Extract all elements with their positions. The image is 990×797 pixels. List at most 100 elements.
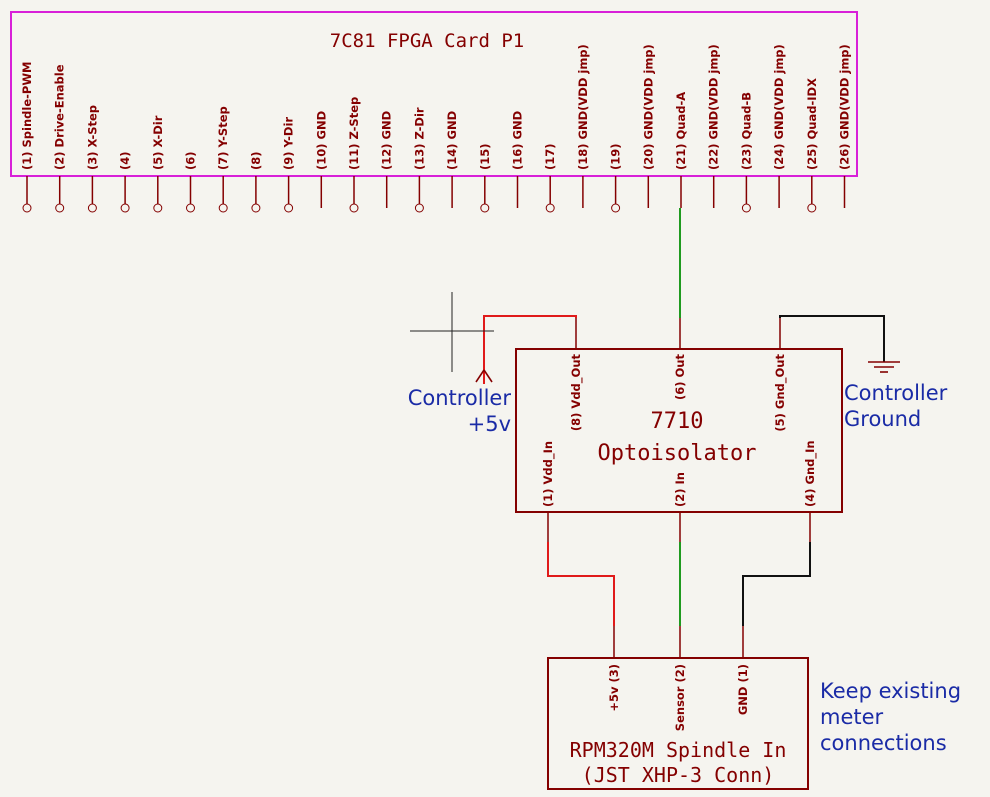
fpga-pin-unconnected-marker [87,203,97,213]
fpga-pin-label: (1) Spindle-PWM [20,62,34,170]
fpga-pin: (11) Z-Step [347,97,361,213]
svg-text:Ground: Ground [844,407,921,431]
fpga-pin: (4) [118,151,132,213]
svg-text:connections: connections [820,731,947,755]
rpm-pin-sensor: Sensor (2) [673,664,687,731]
fpga-pin-unconnected-marker [741,203,751,213]
fpga-pin: (2) Drive-Enable [53,64,67,213]
opto-pin-in: (2) In [673,472,687,507]
fpga-pin-label: (15) [478,143,492,170]
fpga-pin-label: (23) Quad-B [739,92,753,170]
fpga-pin-label: (6) [184,151,198,170]
fpga-pin: (14) GND [445,111,459,208]
fpga-pin-list: (1) Spindle-PWM (2) Drive-Enable (3) X-Ste… [20,44,852,213]
fpga-pin: (7) Y-Step [216,106,230,213]
fpga-pin-label: (22) GND(VDD jmp) [707,44,721,170]
opto-pin-gnd-out: (5) Gnd_Out [773,354,788,432]
svg-text:+5v: +5v [468,412,511,436]
fpga-pin-unconnected-marker [153,203,163,213]
fpga-pin-unconnected-marker [414,203,424,213]
fpga-pin-unconnected-marker [22,203,32,213]
wire-gnd-in-to-gnd [742,542,811,626]
opto-pin-out: (6) Out [673,354,687,400]
fpga-pin-label: (9) Y-Dir [282,117,296,170]
fpga-pin-unconnected-marker [186,203,195,213]
fpga-pin: (1) Spindle-PWM [20,62,34,213]
wire-vdd-in-to-5v [547,542,615,626]
optoisolator-7710: (8) Vdd_Out (6) Out (5) Gnd_Out (1) Vdd_… [515,318,843,542]
fpga-pin-unconnected-marker [120,203,130,213]
fpga-pin-label: (24) GND(VDD jmp) [772,44,786,170]
optoisolator-box [515,348,843,513]
fpga-pin-label: (7) Y-Step [216,106,230,170]
fpga-pin-label: (14) GND [445,111,459,170]
controller-5v-label: Controller +5v [408,386,512,436]
fpga-pin: (21) Quad-A [674,92,688,208]
fpga-pin: (12) GND [380,111,394,208]
fpga-pin-label: (21) Quad-A [674,92,688,170]
fpga-pin: (16) GND [511,111,525,208]
svg-text:Keep existing: Keep existing [820,679,961,703]
rpm320m-name: RPM320M Spindle In [570,738,787,762]
opto-pin-vdd-out: (8) Vdd_Out [569,353,584,431]
fpga-pin-label: (18) GND(VDD jmp) [576,44,590,170]
fpga-pin-label: (4) [118,151,132,170]
rpm-pin-gnd: GND (1) [736,664,750,715]
fpga-pin: (26) GND(VDD jmp) [838,44,852,208]
fpga-pin-label: (2) Drive-Enable [53,64,67,170]
fpga-pin: (19) [609,143,623,213]
fpga-pin: (13) Z-Dir [412,107,426,213]
wire-vdd-out-to-5v [483,315,577,384]
fpga-pin: (3) X-Step [85,105,99,213]
fpga-pin-unconnected-marker [480,203,490,213]
rpm320m-connector: +5v (3) Sensor (2) GND (1) RPM320M Spind… [547,626,809,790]
fpga-pin-label: (17) [543,143,557,170]
fpga-pin: (24) GND(VDD jmp) [772,44,786,208]
fpga-pin: (22) GND(VDD jmp) [707,44,721,208]
fpga-pin: (8) [249,151,263,213]
fpga-pin-label: (12) GND [380,111,394,170]
optoisolator-desc: Optoisolator [598,441,757,466]
fpga-pin-unconnected-marker [349,203,359,213]
fpga-card: 7C81 FPGA Card P1 (1) Spindle-PWM (2) Dri… [10,11,858,213]
opto-pin-gnd-in: (4) Gnd_In [803,440,818,507]
fpga-pin: (10) GND [314,111,328,208]
ground-symbol [868,361,900,373]
meter-note: Keep existing meter connections [820,679,961,755]
power-5v-symbol [475,369,493,383]
cursor-crosshair [410,292,494,372]
fpga-card-title: 7C81 FPGA Card P1 [330,30,524,52]
rpm320m-box [547,657,809,790]
fpga-pin: (20) GND(VDD jmp) [641,44,655,208]
fpga-pin-label: (25) Quad-IDX [805,78,819,170]
optoisolator-name: 7710 [651,409,704,434]
fpga-pin: (25) Quad-IDX [805,78,819,213]
fpga-pin-unconnected-marker [55,203,65,213]
fpga-pin-label: (3) X-Step [85,105,99,170]
rpm-pin-5v: +5v (3) [607,664,621,712]
fpga-pin-label: (19) [609,143,623,170]
svg-text:meter: meter [820,705,884,729]
controller-ground-label: Controller Ground [844,381,948,431]
fpga-pin-unconnected-marker [807,203,817,213]
fpga-card-box [10,11,858,177]
wire-gnd-out-to-ground [779,315,885,362]
fpga-pin: (23) Quad-B [739,92,753,213]
fpga-pin-unconnected-marker [611,203,621,213]
fpga-pin-unconnected-marker [284,203,294,213]
fpga-pin: (5) X-Dir [151,115,165,213]
fpga-pin-label: (13) Z-Dir [412,107,426,170]
fpga-pin-label: (5) X-Dir [151,115,165,170]
fpga-pin-unconnected-marker [545,203,555,213]
fpga-pin: (17) [543,143,557,213]
fpga-pin-label: (16) GND [511,111,525,170]
svg-text:Controller: Controller [844,381,948,405]
fpga-pin-unconnected-marker [218,203,228,213]
fpga-pin-unconnected-marker [251,203,261,213]
fpga-pin-label: (26) GND(VDD jmp) [838,44,852,170]
fpga-pin: (9) Y-Dir [282,117,296,213]
opto-pin-vdd-in: (1) Vdd_In [541,441,556,507]
svg-text:Controller: Controller [408,386,512,410]
fpga-pin: (15) [478,143,492,213]
